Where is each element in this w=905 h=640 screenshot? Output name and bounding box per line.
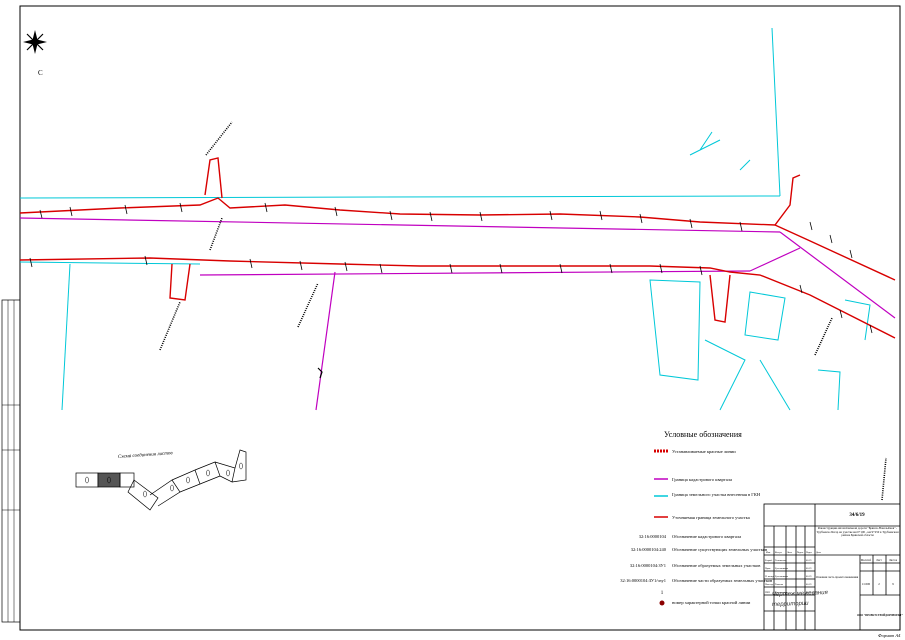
row-4-name: Ткачева (775, 583, 784, 586)
code-point-number: 1 (661, 591, 664, 596)
sheet-scale: 1:1000 (862, 582, 871, 586)
legend-item-4: Уточняемая граница земельного участка (672, 515, 750, 520)
header-col-6: Дата (816, 551, 822, 554)
legend: Условные обозначения Устанавливаемые кра… (620, 430, 772, 606)
row-3-name: Ручечникова (775, 575, 789, 578)
sheet-header-scale: Масштаб (861, 559, 872, 562)
header-col-4: №док. (797, 551, 804, 554)
code-point-label: номер характерной точки красной линии (672, 600, 751, 605)
row-2-name: Ручечникова (775, 567, 789, 570)
point-marker-icon (659, 600, 665, 606)
project-code: 34/6/19 (849, 513, 865, 518)
project-title: Реконструкция автомобильной дороги "Брян… (816, 527, 899, 538)
sheet-header-sheet: Лист (876, 559, 882, 562)
drawing-frame (19, 5, 901, 631)
handwritten-note-1: Чертеж межевания (772, 590, 829, 598)
header-col-3: Лист (787, 551, 793, 554)
north-label: С (38, 69, 43, 77)
scheme-title: Схема соединения листов (118, 451, 174, 460)
sheet-header-total: Листов (889, 559, 898, 562)
organization: ООО "ПРОЕКТСТРОЙДОРПРОЕКТ" (857, 614, 904, 617)
sheet-connection-scheme: Схема соединения листов (75, 449, 247, 511)
code-quarter-label: Обозначение кадастрового квартала (672, 534, 741, 539)
diagonal-labels (159, 121, 887, 501)
header-col-5: Подп. (806, 551, 812, 554)
row-5-name: Ковалевская (775, 591, 788, 594)
row-3-date: 06.19 (806, 575, 812, 578)
row-2-role: Пров. (765, 567, 771, 570)
drawing-name: Основная часть проекта межевания (816, 576, 859, 579)
left-margin-stamp (1, 299, 21, 623)
legend-title: Условные обозначения (664, 430, 742, 439)
row-1-date: 06.19 (806, 559, 812, 562)
legend-item-3: Граница земельного участка внесенная в Г… (672, 492, 761, 497)
code-formed-part: 32:16:0000104:ЗУ1/чзу1 (620, 578, 666, 583)
row-3-role: Н. контр. (765, 575, 775, 578)
boundary-ticks (29, 202, 873, 334)
cadastral-boundary (19, 217, 896, 411)
format-label: Формат А4 (878, 633, 901, 638)
row-4-role: Нач.отд. (765, 583, 774, 586)
north-arrow-icon: С (23, 30, 47, 77)
code-formed-label: Обозначение образуемых земельных участко… (672, 563, 760, 568)
row-5-role: ГИП (765, 591, 770, 594)
handwritten-note-2: территории (772, 601, 809, 608)
code-quarter: 32:16:0000104 (639, 534, 667, 539)
sheet-total: 9 (892, 582, 894, 586)
row-2-date: 06.19 (806, 567, 812, 570)
header-col-1: Изм. (766, 551, 771, 554)
row-4-date: 06.19 (806, 583, 812, 586)
header-col-2: Кол.уч (775, 551, 783, 554)
red-lines (19, 157, 896, 339)
parcel-boundaries (19, 27, 871, 411)
legend-item-2: Граница кадастрового квартала (672, 477, 732, 482)
row-1-role: Разраб. (765, 559, 773, 562)
project-title-box: Реконструкция автомобильной дороги "Брян… (816, 527, 899, 538)
row-5-date: 06.19 (806, 591, 812, 594)
code-formed: 32:16:0000104:ЗУ1 (630, 563, 666, 568)
legend-item-1: Устанавливаемые красные линии (672, 449, 736, 454)
code-existing: 32:16:0000104:240 (631, 547, 667, 552)
code-formed-part-label: Обозначение части образуемых земельных у… (672, 578, 772, 583)
sheet-number: 2 (878, 582, 880, 586)
code-existing-label: Обозначение существующих земельных участ… (672, 547, 767, 552)
title-block: 34/6/19 Изм. Кол.уч Лист №док. Подп. Дат… (763, 503, 904, 631)
row-1-name: Головченко (775, 559, 787, 562)
